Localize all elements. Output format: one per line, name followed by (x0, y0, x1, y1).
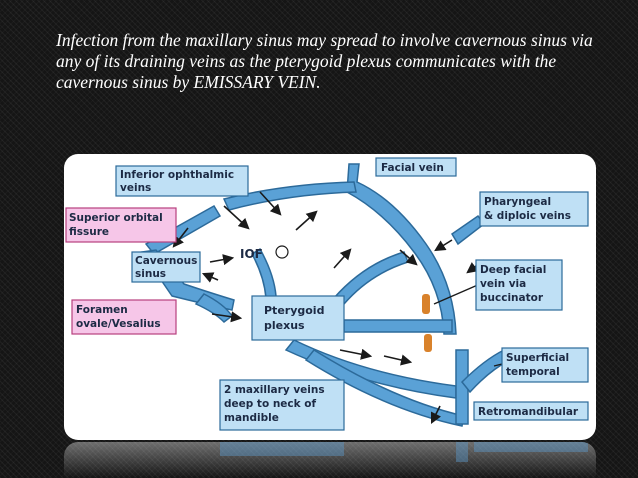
arrow-8 (434, 239, 453, 252)
arrow-6 (201, 272, 219, 283)
iof-label: IOF (240, 247, 263, 261)
label-pharyngeal: Pharyngeal & diploic veins (479, 191, 589, 227)
label-foramen: Foramen ovale/Vesalius (71, 299, 177, 335)
arrow-1 (223, 205, 250, 230)
pharyngeal-line-2: & diploic veins (484, 210, 571, 222)
pointer-lines (433, 283, 503, 367)
deep-facial-line-1: Deep facial (480, 264, 546, 276)
cavernous-line-1: Cavernous (135, 255, 197, 267)
inferior-ophthalmic-line-1: Inferior ophthalmic (120, 169, 234, 181)
flow-arrows (172, 191, 485, 425)
label-facial-vein: Facial vein (375, 157, 457, 177)
label-iof: IOF (240, 245, 289, 261)
label-inferior-ophthalmic: Inferior ophthalmic veins (115, 165, 249, 197)
label-superficial-temporal: Superficial temporal (501, 347, 589, 383)
foramen-line-2: ovale/Vesalius (76, 318, 161, 330)
plexus-upper-branch (332, 251, 409, 305)
arrow-5 (295, 210, 318, 231)
superior-orbital-line-2: fissure (69, 226, 109, 238)
arrow-3 (172, 227, 189, 248)
diagram-reflection (64, 442, 596, 478)
reflection-bar-3 (474, 442, 588, 452)
maxillary-veins-2 (304, 349, 465, 427)
cavernous-line-2: sinus (135, 268, 166, 280)
arrow-10 (399, 249, 418, 266)
arrow-13 (383, 354, 413, 366)
caption-text: Infection from the maxillary sinus may s… (56, 30, 593, 92)
label-maxillary-veins: 2 maxillary veins deep to neck of mandib… (219, 379, 345, 431)
orange-marker-upper (422, 294, 430, 314)
arrow-7 (333, 248, 352, 269)
deep-facial-line-2: vein via (480, 278, 526, 290)
ophthalmic-vein (222, 181, 357, 211)
pointer-superficial (493, 363, 503, 367)
facial-vein-trunk (346, 163, 457, 335)
pterygoid-line-1: Pterygoid (264, 304, 324, 317)
iof-circle-icon (275, 245, 289, 259)
foramen-line-1: Foramen (76, 304, 128, 316)
label-retromandibular: Retromandibular (473, 401, 589, 421)
pterygoid-line-2: plexus (264, 319, 305, 332)
arrow-4 (209, 254, 235, 266)
deep-facial-line-3: buccinator (480, 292, 544, 304)
inferior-ophthalmic-line-2: veins (120, 182, 151, 194)
maxillary-line-2: deep to neck of (224, 398, 316, 410)
orange-marker-lower (424, 334, 432, 352)
arrow-11 (211, 311, 243, 323)
superficial-line-1: Superficial (506, 352, 569, 364)
pointer-deep-facial (433, 283, 481, 305)
vein-diagram: Inferior ophthalmic veins Superior orbit… (64, 154, 596, 440)
pharyngeal-branch (450, 214, 486, 246)
maxillary-line-1: 2 maxillary veins (224, 384, 325, 396)
reflection-bar-2 (456, 442, 468, 462)
arrow-14 (430, 405, 442, 425)
arrow-12 (339, 348, 373, 360)
label-superior-orbital: Superior orbital fissure (65, 207, 177, 243)
label-deep-facial: Deep facial vein via buccinator (475, 259, 563, 311)
maxillary-line-3: mandible (224, 412, 279, 424)
reflection-bar-1 (220, 442, 344, 456)
label-pterygoid: Pterygoid plexus (251, 295, 345, 341)
pharyngeal-line-1: Pharyngeal (484, 196, 551, 208)
deep-facial-vein (343, 319, 453, 333)
retromandibular-text: Retromandibular (478, 406, 579, 418)
superficial-line-2: temporal (506, 366, 560, 378)
label-cavernous: Cavernous sinus (131, 251, 201, 283)
vein-diagram-svg: Inferior ophthalmic veins Superior orbit… (65, 157, 589, 431)
arrow-2 (259, 191, 282, 216)
retromandibular-vein (455, 349, 469, 425)
superior-orbital-line-1: Superior orbital (69, 212, 163, 224)
facial-vein-text: Facial vein (381, 162, 444, 174)
